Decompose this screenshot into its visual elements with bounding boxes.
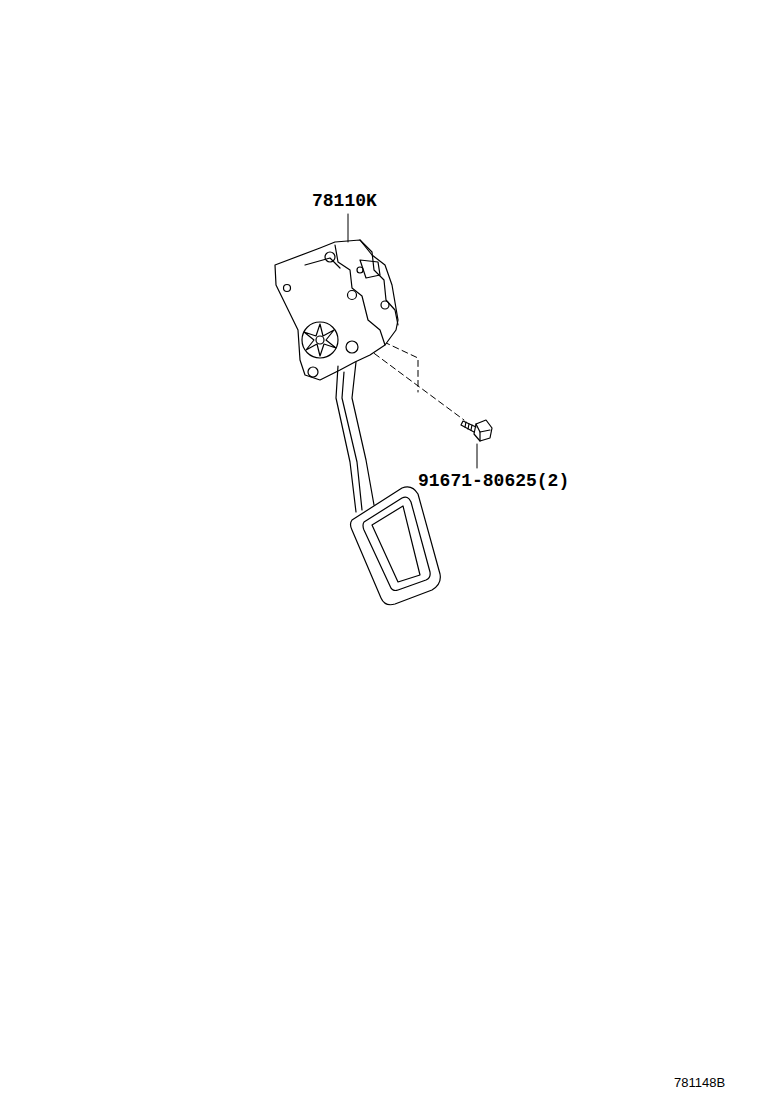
part-number: 91671-80625(2) (418, 472, 569, 490)
diagram-reference: 781148B (674, 1076, 725, 1089)
part-number: 78110K (312, 192, 377, 210)
